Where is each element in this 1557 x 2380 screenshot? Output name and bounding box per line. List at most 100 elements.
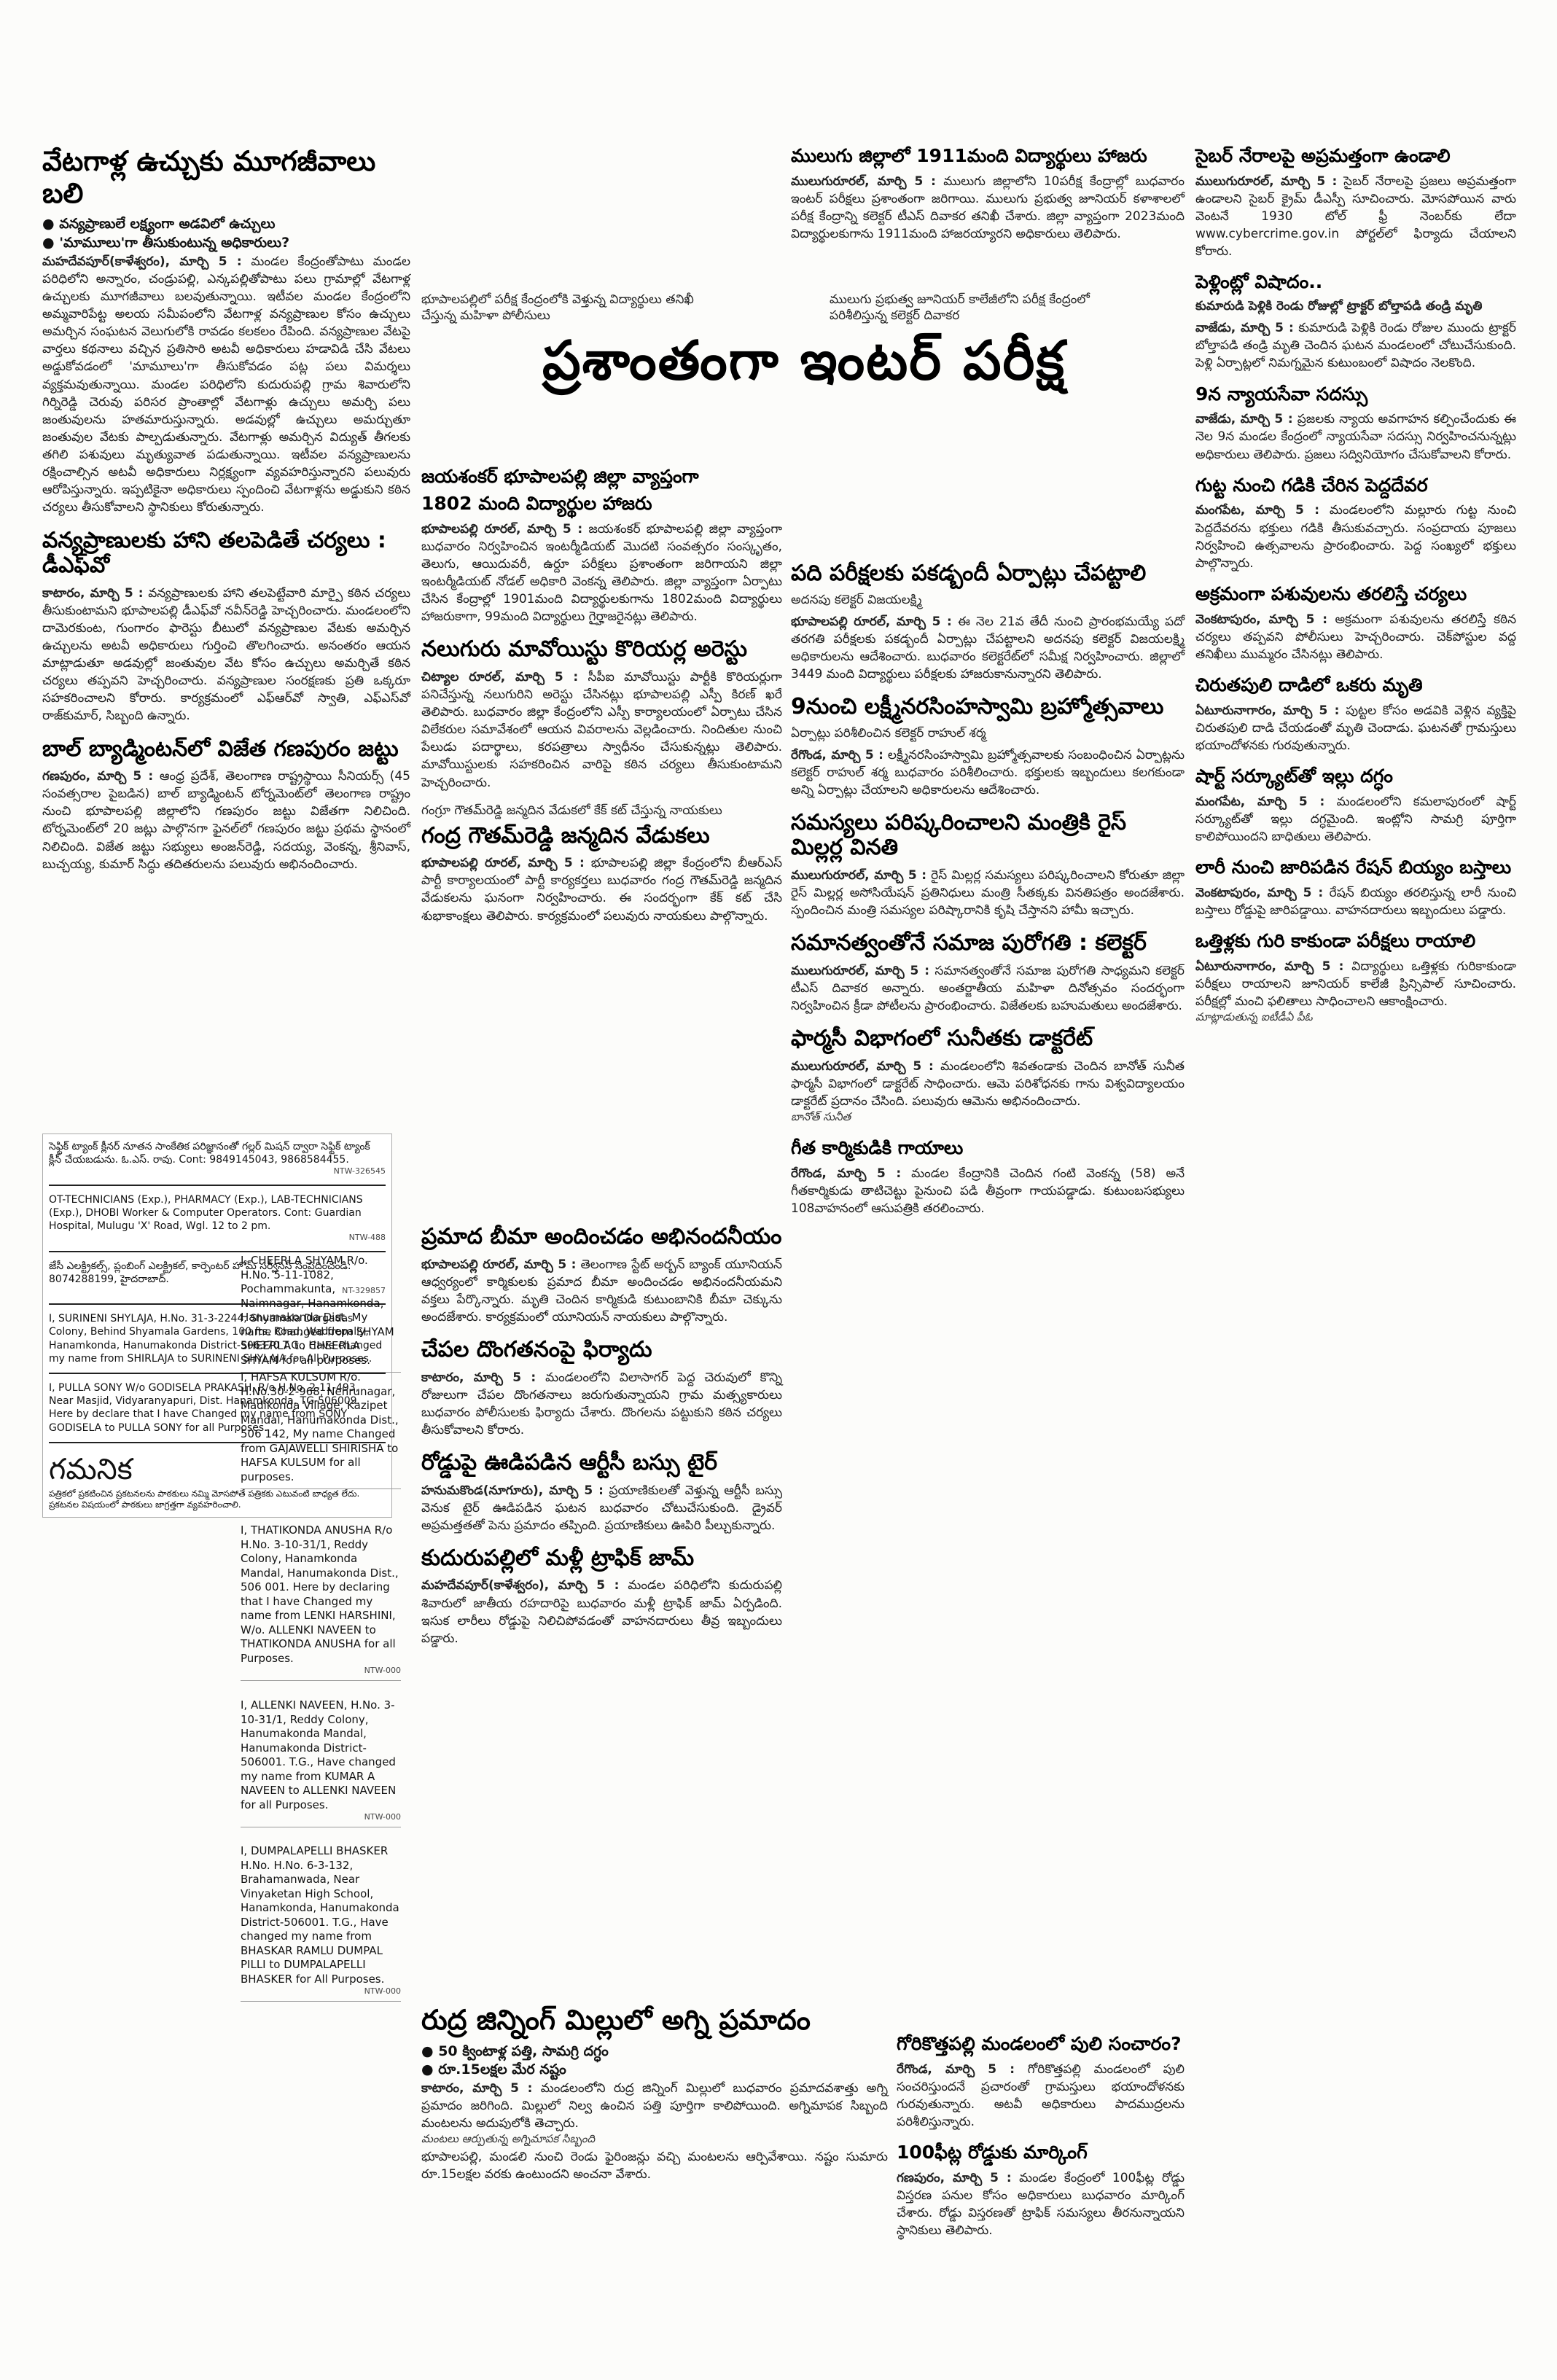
article-body: ములుగురూరల్, మార్చి 5 : ములుగు జిల్లాలోన… bbox=[791, 173, 1185, 242]
article-body: వెంకటాపురం, మార్చి 5 : అక్రమంగా పశువులను… bbox=[1195, 612, 1516, 662]
article-body: భూపాలపల్లి రూరల్, మార్చి 5 : తెలంగాణ స్ట… bbox=[421, 1257, 782, 1324]
headline: వన్యప్రాణులకు హాని తలపెడితే చర్యలు : డీఎ… bbox=[42, 527, 386, 579]
story-inter-exam: జయశంకర్ భూపాలపల్లి జిల్లా వ్యాప్తంగా 180… bbox=[421, 466, 782, 625]
headline: వేటగాళ్ల ఉచ్చుకు మూగజీవాలు బలి bbox=[42, 145, 376, 209]
story-doctorate: ఫార్మసీ విభాగంలో సునీతకు డాక్టరేట్ ములుగ… bbox=[791, 1026, 1185, 1126]
headline: ఫార్మసీ విభాగంలో సునీతకు డాక్టరేట్ bbox=[791, 1026, 1093, 1052]
tagline: జయశంకర్ భూపాలపల్లి జిల్లా వ్యాప్తంగా bbox=[421, 466, 699, 487]
dateline: మహదేవపూర్(కాళేశ్వరం), మార్చి 5 : bbox=[42, 254, 242, 269]
headline: ములుగు జిల్లాలో 1911మంది విద్యార్థులు హా… bbox=[791, 145, 1147, 166]
column-2-lower: ప్రమాద బీమా అందించడం అభినందనీయం భూపాలపల్… bbox=[421, 1224, 783, 1659]
photo-caption: మంటలు ఆర్పుతున్న అగ్నిమాపక సిబ్బంది bbox=[421, 2132, 596, 2146]
name-change-notice: I, CHEERLA SHYAM R/o. H.No. 5-11-1082, P… bbox=[241, 1254, 401, 1373]
classified-ad: జేసీ ఎలక్ట్రికల్స్, ప్లంబింగ్ ఎలక్ట్రికల… bbox=[49, 1260, 386, 1295]
column-2: జయశంకర్ భూపాలపల్లి జిల్లా వ్యాప్తంగా 180… bbox=[421, 466, 783, 937]
story-tiger: గోరికొత్తపల్లి మండలంలో పులి సంచారం? రేగొ… bbox=[897, 2033, 1185, 2131]
story-road-marking: 100ఫీట్ల రోడ్డుకు మార్కింగ్ గణపురం, మార్… bbox=[897, 2142, 1185, 2239]
story-bus-tyre: రోడ్డుపై ఊడిపడిన ఆర్టీసీ బస్సు టైర్ హనుమ… bbox=[421, 1450, 783, 1534]
notice-title: గమనిక bbox=[49, 1452, 133, 1486]
headline: కుదురుపల్లిలో మళ్లీ ట్రాఫిక్ జామ్ bbox=[421, 1545, 695, 1571]
article-body: మంగపేట, మార్చి 5 : మండలంలోని కమలాపురంలో … bbox=[1195, 794, 1517, 845]
article-body: వాజేడు, మార్చి 5 : ప్రజలకు న్యాయ అవగాహన … bbox=[1195, 412, 1516, 462]
article-body: ములుగురూరల్, మార్చి 5 : సైబర్ నేరాలపై ప్… bbox=[1195, 173, 1517, 260]
bullet: 'మామూలు'గా తీసుకుంటున్న అధికారులు? bbox=[42, 234, 410, 253]
headline: గంద్ర గౌతమ్‌రెడ్డి జన్మదిన వేడుకలు bbox=[421, 822, 710, 848]
story-cattle: అక్రమంగా పశువులను తరలిస్తే చర్యలు వెంకటా… bbox=[1195, 582, 1516, 663]
bullet: 50 క్వింటాళ్ల పత్తి, సామగ్రి దగ్ధం bbox=[421, 2042, 888, 2061]
bullet: వన్యప్రాణులే లక్ష్యంగా అడవిలో ఉచ్చులు bbox=[42, 215, 410, 234]
headline: పది పరీక్షలకు పకడ్బందీ ఏర్పాట్లు చేపట్టా… bbox=[791, 561, 1147, 586]
headline: గోరికొత్తపల్లి మండలంలో పులి సంచారం? bbox=[897, 2033, 1182, 2054]
article-body: మహదేవపూర్(కాళేశ్వరం), మార్చి 5 : మండల కే… bbox=[42, 254, 410, 515]
headline: పెళ్లింట్లో విషాదం.. bbox=[1195, 271, 1323, 293]
article-body: హనుమకొండ(నూగూరు), మార్చి 5 : ప్రయాణికులత… bbox=[421, 1483, 783, 1533]
story-pedda-devara: గుట్ట నుంచి గడికి చేరిన పెద్దదేవర మంగపేట… bbox=[1195, 475, 1516, 572]
headline: షార్ట్ సర్క్యూట్‌తో ఇల్లు దగ్ధం bbox=[1195, 765, 1393, 787]
article-body: ములుగురూరల్, మార్చి 5 : రైస్ మిల్లర్ల సమ… bbox=[791, 867, 1185, 918]
headline: ఒత్తిళ్లకు గురి కాకుండా పరీక్షలు రాయాలి bbox=[1195, 930, 1476, 952]
story-exam-stress: ఒత్తిళ్లకు గురి కాకుండా పరీక్షలు రాయాలి … bbox=[1195, 930, 1516, 1026]
headline: ప్రమాద బీమా అందించడం అభినందనీయం bbox=[421, 1224, 782, 1249]
article-body: ములుగురూరల్, మార్చి 5 : సమానత్వంతోనే సమా… bbox=[791, 963, 1185, 1013]
story-tenth-exams: పది పరీక్షలకు పకడ్బందీ ఏర్పాట్లు చేపట్టా… bbox=[791, 561, 1185, 683]
article-body: ఏటూరునాగారం, మార్చి 5 : విద్యార్థులు ఒత్… bbox=[1195, 959, 1516, 1010]
story-ration-rice: లారీ నుంచి జారిపడిన రేషన్ బియ్యం బస్తాలు… bbox=[1195, 857, 1516, 919]
headline: 100ఫీట్ల రోడ్డుకు మార్కింగ్ bbox=[897, 2142, 1088, 2164]
column-3: ములుగు జిల్లాలో 1911మంది విద్యార్థులు హా… bbox=[791, 145, 1185, 254]
headline: 9న న్యాయసేవా సదస్సు bbox=[1195, 383, 1368, 405]
name-change-notice: I, ALLENKI NAVEEN, H.No. 3-10-31/1, Redd… bbox=[241, 1698, 401, 1828]
column-1: వేటగాళ్ల ఉచ్చుకు మూగజీవాలు బలి వన్యప్రాణ… bbox=[42, 145, 410, 885]
dateline: గణపురం, మార్చి 5 : bbox=[42, 769, 154, 784]
headline: లారీ నుంచి జారిపడిన రేషన్ బియ్యం బస్తాలు bbox=[1195, 857, 1512, 878]
headline: రోడ్డుపై ఊడిపడిన ఆర్టీసీ బస్సు టైర్ bbox=[421, 1450, 718, 1475]
article-body: భూపాలపల్లి, మండలి నుంచి రెండు ఫైరింజన్లు… bbox=[421, 2150, 888, 2182]
story-mulugu-exam: ములుగు జిల్లాలో 1911మంది విద్యార్థులు హా… bbox=[791, 145, 1185, 243]
lead-headline: ప్రశాంతంగా ఇంటర్ పరీక్ష bbox=[542, 329, 1066, 392]
article-body: భూపాలపల్లి రూరల్, మార్చి 5 : జయశంకర్ భూప… bbox=[421, 521, 782, 625]
photo-caption: గంగ్రూ గౌతమ్‌రెడ్డి జన్మదిన వేడుకలో కేక్… bbox=[421, 803, 722, 818]
classified-ad: సెఫ్టిక్ ట్యాంక్ క్లీనర్ నూతన సాంకేతిక ప… bbox=[49, 1141, 386, 1177]
article-body: రేగొండ, మార్చి 5 : మండల కేంద్రానికి చెంద… bbox=[791, 1166, 1185, 1216]
article-body: గణపురం, మార్చి 5 : మండల కేంద్రంలో 100ఫీట… bbox=[897, 2171, 1185, 2239]
story-badminton: బాల్ బ్యాడ్మింటన్‌లో విజేత గణపురం జట్టు … bbox=[42, 736, 410, 873]
column-4: సైబర్ నేరాలపై అప్రమత్తంగా ఉండాలి ములుగుర… bbox=[1195, 145, 1517, 1038]
article-body: చిట్యాల రూరల్, మార్చి 5 : సీపీఐ మావోయిస్… bbox=[421, 669, 783, 790]
article-body: ములుగురూరల్, మార్చి 5 : మండలంలోని శివతండ… bbox=[791, 1058, 1185, 1109]
article-body: వెంకటాపురం, మార్చి 5 : రేషన్ బియ్యం తరలి… bbox=[1195, 886, 1516, 918]
story-brahmotsavam: 9నుంచి లక్ష్మీనరసింహస్వామి బ్రహ్మోత్సవాల… bbox=[791, 694, 1185, 799]
dateline: కాటారం, మార్చి 5 : bbox=[42, 585, 144, 601]
headline: 9నుంచి లక్ష్మీనరసింహస్వామి బ్రహ్మోత్సవాల… bbox=[791, 694, 1164, 719]
headline: అక్రమంగా పశువులను తరలిస్తే చర్యలు bbox=[1195, 582, 1467, 604]
story-dfo: వన్యప్రాణులకు హాని తలపెడితే చర్యలు : డీఎ… bbox=[42, 528, 410, 725]
name-change-notice: I, THATIKONDA ANUSHA R/o H.No. 3-10-31/1… bbox=[241, 1523, 401, 1682]
photo-caption: ములుగు ప్రభుత్వ జూనియర్ కాలేజీలోని పరీక్… bbox=[830, 292, 1090, 324]
article-body: భూపాలపల్లి రూరల్, మార్చి 5 : ఈ నెల 21వ త… bbox=[791, 614, 1185, 682]
story-birthday: గంగ్రూ గౌతమ్‌రెడ్డి జన్మదిన వేడుకలో కేక్… bbox=[421, 803, 782, 925]
story-fish-theft: చేపల దొంగతనంపై ఫిర్యాదు కాటారం, మార్చి 5… bbox=[421, 1337, 782, 1439]
story-equality: సమానత్వంతోనే సమాజ పురోగతి : కలెక్టర్ ముల… bbox=[791, 931, 1185, 1015]
subhead: కుమారుడి పెళ్లికి రెండు రోజుల్లో ట్రాక్ట… bbox=[1195, 299, 1483, 314]
headline: నలుగురు మావోయిస్టు కొరియర్ల అరెస్టు bbox=[421, 636, 747, 663]
article-body: గణపురం, మార్చి 5 : ఆంధ్ర ప్రదేశ్, తెలంగా… bbox=[42, 769, 410, 872]
story-toddy-tapper: గీత కార్మికుడికి గాయాలు రేగొండ, మార్చి 5… bbox=[791, 1137, 1185, 1217]
notice-body: పత్రికలో ప్రకటించిన ప్రకటనలను పాఠకులు నమ… bbox=[49, 1488, 360, 1510]
photo-caption: భూపాలపల్లిలో పరీక్ష కేంద్రంలోకి వెళ్తున్… bbox=[421, 292, 694, 324]
tagline: 1802 మంది విద్యార్థుల హాజరు bbox=[421, 492, 652, 514]
headline: సైబర్ నేరాలపై అప్రమత్తంగా ఉండాలి bbox=[1195, 145, 1451, 166]
article-body: మంగపేట, మార్చి 5 : మండలంలోని మల్లూరు గుట… bbox=[1195, 503, 1517, 571]
headline: చేపల దొంగతనంపై ఫిర్యాదు bbox=[421, 1337, 652, 1362]
name-change-notice: I, DUMPALAPELLI BHASKER H.No. H.No. 6-3-… bbox=[241, 1844, 401, 2002]
story-legal-seminar: 9న న్యాయసేవా సదస్సు వాజేడు, మార్చి 5 : ప… bbox=[1195, 383, 1516, 464]
story-insurance: ప్రమాద బీమా అందించడం అభినందనీయం భూపాలపల్… bbox=[421, 1224, 782, 1326]
column-3-middle: పది పరీక్షలకు పకడ్బందీ ఏర్పాట్లు చేపట్టా… bbox=[791, 561, 1185, 1229]
story-poaching: వేటగాళ్ల ఉచ్చుకు మూగజీవాలు బలి వన్యప్రాణ… bbox=[42, 145, 410, 517]
headline: బాల్ బ్యాడ్మింటన్‌లో విజేత గణపురం జట్టు bbox=[42, 736, 399, 762]
headline: రుద్ర జిన్నింగ్ మిల్లులో అగ్ని ప్రమాదం bbox=[421, 2004, 811, 2036]
article-body: భూపాలపల్లి రూరల్, మార్చి 5 : భూపాలపల్లి … bbox=[421, 856, 783, 924]
story-wedding-tragedy: పెళ్లింట్లో విషాదం.. కుమారుడి పెళ్లికి ర… bbox=[1195, 272, 1516, 372]
story-cyber-crime: సైబర్ నేరాలపై అప్రమత్తంగా ఉండాలి ములుగుర… bbox=[1195, 145, 1517, 260]
photo-caption: మాట్లాడుతున్న ఐటీడీఏ పీఓ bbox=[1195, 1010, 1313, 1024]
name-change-notice: I, SURINENI SHYLAJA, H.No. 31-3-2244, Sh… bbox=[49, 1313, 383, 1365]
name-change-notice: I, PULLA SONY W/o GODISELA PRAKASH, R/o … bbox=[49, 1381, 360, 1434]
